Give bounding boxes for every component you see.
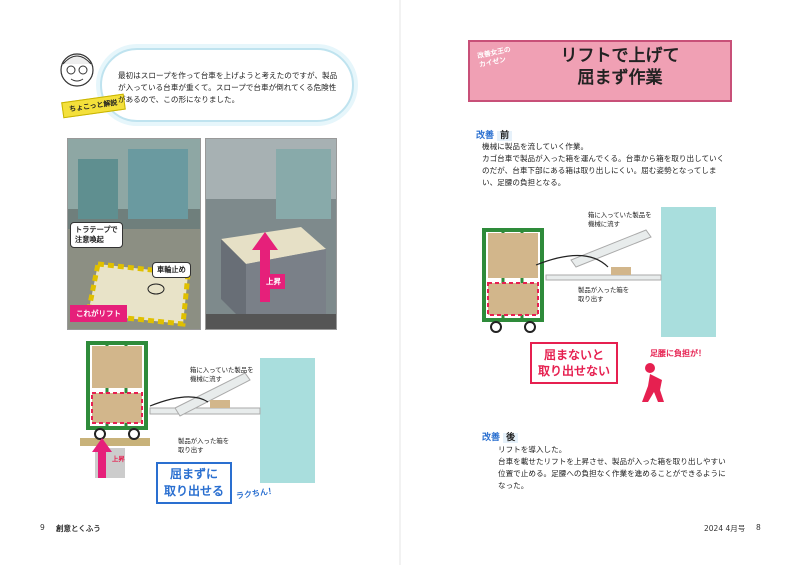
diagram-before xyxy=(482,207,716,337)
diagram-label-product: 箱に入っていた製品を 機械に流す xyxy=(190,366,254,383)
before-heading: 改善 前 xyxy=(476,128,513,141)
explanation-cloud xyxy=(100,48,354,122)
after-heading: 改善 後 xyxy=(482,430,519,443)
label-lift: これがリフト xyxy=(70,305,127,322)
diagram-label-box-out: 製品が入った箱を 取り出す xyxy=(178,437,230,454)
magazine-name: 創意とくふう xyxy=(56,524,101,533)
before-tag1: 改善 xyxy=(476,131,495,141)
right-page-number: 8 xyxy=(756,523,761,532)
issue-label: 2024 4月号 xyxy=(704,524,746,533)
burden-text: 足腰に負担が！ xyxy=(650,349,706,358)
after-text: リフトを導入した。 台車を載せたリフトを上昇させ、製品が入った箱を取り出しやすい… xyxy=(498,445,726,490)
lift-up-arrow-icon xyxy=(92,438,112,478)
callout-no-bend: 屈まずに 取り出せる xyxy=(156,462,233,504)
banner-title: リフトで上げて 屈まず作業 xyxy=(560,46,680,88)
after-tag1: 改善 xyxy=(482,433,501,443)
up-arrow-icon xyxy=(252,232,278,302)
spread-gutter xyxy=(399,0,401,565)
callout-must-bend: 屈まないと 取り出せない xyxy=(530,342,619,384)
worker-bending-icon xyxy=(642,363,664,402)
after-tag2: 後 xyxy=(503,433,519,443)
before-text: 機械に製品を流していく作業。 カゴ台車で製品が入った箱を運んでくる。台車から箱を… xyxy=(482,142,725,187)
label-stopper: 車輪止め xyxy=(152,262,191,278)
author-avatar-icon xyxy=(60,53,94,87)
label-tape: トラテープで 注意喚起 xyxy=(70,222,123,248)
diagram-label-up: 上昇 xyxy=(112,455,125,463)
diagram-before-label-box-out: 製品が入った箱を 取り出す xyxy=(578,286,630,303)
diagram-after xyxy=(80,341,315,483)
explanation-text: 最初はスロープを作って台車を上げようと考えたのですが、製品が入っている台車が重く… xyxy=(118,71,338,104)
diagram-before-label-product: 箱に入っていた製品を 機械に流す xyxy=(588,211,652,228)
label-up-photo: 上昇 xyxy=(262,274,285,289)
before-tag2: 前 xyxy=(497,131,513,141)
title-banner xyxy=(468,40,732,102)
left-page-number: 9 xyxy=(40,523,45,532)
